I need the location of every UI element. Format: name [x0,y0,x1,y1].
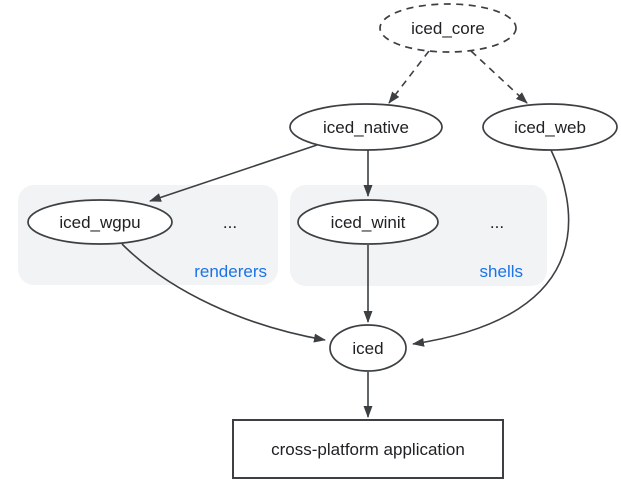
node-iced-core [379,3,517,53]
shells-label: shells [480,262,523,281]
node-iced-wgpu [27,199,173,245]
edge-iced-core-to-iced-native [388,50,430,104]
node-iced-winit-label: iced_winit [331,213,406,232]
edge-iced-web-to-iced [412,149,570,347]
renderers-label: renderers [194,262,267,281]
node-iced-native [289,103,443,151]
renderers-ellipsis: ... [223,213,237,232]
node-cross-platform-application-label: cross-platform application [271,440,465,459]
shells-ellipsis: ... [490,213,504,232]
node-iced-web [482,103,618,151]
node-cross-platform-application [232,419,504,479]
edge-iced-core-to-iced-web [470,50,528,104]
edge-iced-wgpu-to-iced [121,243,326,343]
node-iced-label: iced [352,339,383,358]
node-iced-winit [297,199,439,245]
node-iced-core-label: iced_core [411,19,485,38]
node-iced-web-label: iced_web [514,118,586,137]
node-iced-native-label: iced_native [323,118,409,137]
node-iced-wgpu-label: iced_wgpu [59,213,140,232]
node-iced [329,324,407,372]
edge-iced-native-to-iced-wgpu [149,144,318,202]
